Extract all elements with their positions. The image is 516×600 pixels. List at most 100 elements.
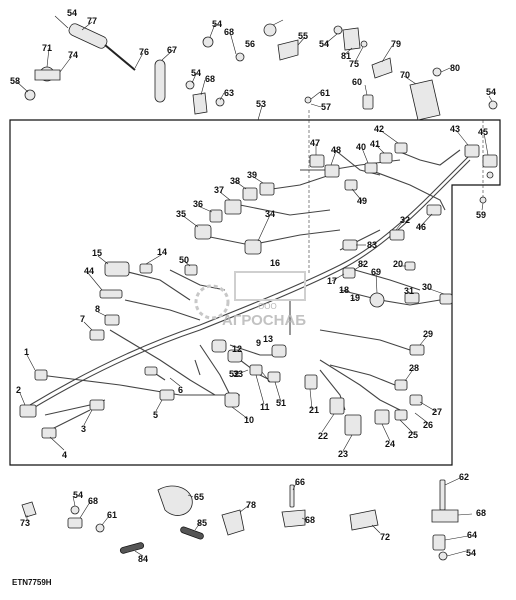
callout-32: 32	[400, 215, 410, 225]
callout-77: 77	[87, 16, 97, 26]
callout-20: 20	[393, 259, 403, 269]
callout-8: 8	[95, 304, 100, 314]
callout-52: 52	[229, 369, 239, 379]
callout-54-b: 54	[212, 19, 222, 29]
callout-33: 33	[233, 369, 243, 379]
callout-49: 49	[357, 196, 367, 206]
callout-25: 25	[408, 430, 418, 440]
watermark: ООО АГРОСНАБ	[194, 271, 306, 329]
watermark-line2: АГРОСНАБ	[222, 312, 306, 329]
callout-38: 38	[230, 176, 240, 186]
callout-73: 73	[20, 518, 30, 528]
figure-reference: ETN7759H	[12, 578, 52, 587]
harness-components	[19, 142, 498, 439]
callout-54-g: 54	[466, 548, 476, 558]
callout-82: 82	[358, 259, 368, 269]
callout-75: 75	[349, 59, 359, 69]
callout-19: 19	[350, 293, 360, 303]
callout-80: 80	[450, 63, 460, 73]
callout-54: 54	[67, 8, 77, 18]
loose-hardware	[21, 23, 498, 561]
callout-70: 70	[400, 70, 410, 80]
callout-1: 1	[24, 347, 29, 357]
callout-56: 56	[245, 39, 255, 49]
callout-58: 58	[10, 76, 20, 86]
callout-67: 67	[167, 45, 177, 55]
callout-15: 15	[92, 248, 102, 258]
callout-78: 78	[246, 500, 256, 510]
callout-43: 43	[450, 124, 460, 134]
callout-61-b: 61	[107, 510, 117, 520]
callout-31: 31	[404, 286, 414, 296]
callout-42: 42	[374, 124, 384, 134]
callout-2: 2	[16, 385, 21, 395]
callout-26: 26	[423, 420, 433, 430]
callout-40: 40	[356, 142, 366, 152]
callout-22: 22	[318, 431, 328, 441]
callout-74: 74	[68, 50, 78, 60]
callout-24: 24	[385, 439, 395, 449]
callout-44: 44	[84, 266, 94, 276]
callout-10: 10	[244, 415, 254, 425]
watermark-line1: ООО	[258, 302, 277, 311]
callout-51: 51	[276, 398, 286, 408]
callout-54-d: 54	[191, 68, 201, 78]
leader-lines	[16, 15, 493, 557]
callout-12: 12	[232, 344, 242, 354]
callout-27: 27	[432, 407, 442, 417]
callout-6: 6	[178, 385, 183, 395]
callout-16: 16	[270, 258, 280, 268]
callout-55: 55	[298, 31, 308, 41]
callout-71: 71	[42, 43, 52, 53]
callout-29: 29	[423, 329, 433, 339]
callout-4: 4	[62, 450, 67, 460]
harness-frame	[9, 119, 501, 466]
callout-64: 64	[467, 530, 477, 540]
callout-85: 85	[197, 518, 207, 528]
callout-30: 30	[422, 282, 432, 292]
callout-39: 39	[247, 170, 257, 180]
callout-72: 72	[380, 532, 390, 542]
callout-17: 17	[327, 276, 337, 286]
harness-wires	[29, 149, 471, 431]
callout-28: 28	[409, 363, 419, 373]
callout-57: 57	[321, 102, 331, 112]
callout-68-d: 68	[305, 515, 315, 525]
callout-37: 37	[214, 185, 224, 195]
callout-23: 23	[338, 449, 348, 459]
callout-35: 35	[176, 209, 186, 219]
callout-labels: 1 2 3 4 5 6 7 8 9 10 11 12 13 14 15 16 1…	[10, 8, 496, 564]
callout-65: 65	[194, 492, 204, 502]
callout-54-f: 54	[73, 490, 83, 500]
callout-83: 83	[367, 240, 377, 250]
callout-7: 7	[80, 314, 85, 324]
callout-3: 3	[81, 424, 86, 434]
callout-61: 61	[320, 88, 330, 98]
callout-36: 36	[193, 199, 203, 209]
callout-13: 13	[263, 334, 273, 344]
callout-5: 5	[153, 410, 158, 420]
callout-60: 60	[352, 77, 362, 87]
callout-68-c: 68	[88, 496, 98, 506]
callout-54-e: 54	[486, 87, 496, 97]
callout-34: 34	[265, 209, 275, 219]
callout-68-e: 68	[476, 508, 486, 518]
callout-62: 62	[459, 472, 469, 482]
callout-50: 50	[179, 255, 189, 265]
callout-68-b: 68	[205, 74, 215, 84]
callout-66: 66	[295, 477, 305, 487]
callout-69: 69	[371, 267, 381, 277]
callout-84: 84	[138, 554, 148, 564]
callout-48: 48	[331, 145, 341, 155]
callout-47: 47	[310, 138, 320, 148]
callout-81: 81	[341, 51, 351, 61]
callout-46: 46	[416, 222, 426, 232]
callout-63: 63	[224, 88, 234, 98]
callout-41: 41	[370, 139, 380, 149]
callout-54-c: 54	[319, 39, 329, 49]
callout-59: 59	[476, 210, 486, 220]
callout-68: 68	[224, 27, 234, 37]
callout-21: 21	[309, 405, 319, 415]
callout-79: 79	[391, 39, 401, 49]
callout-9: 9	[256, 338, 261, 348]
